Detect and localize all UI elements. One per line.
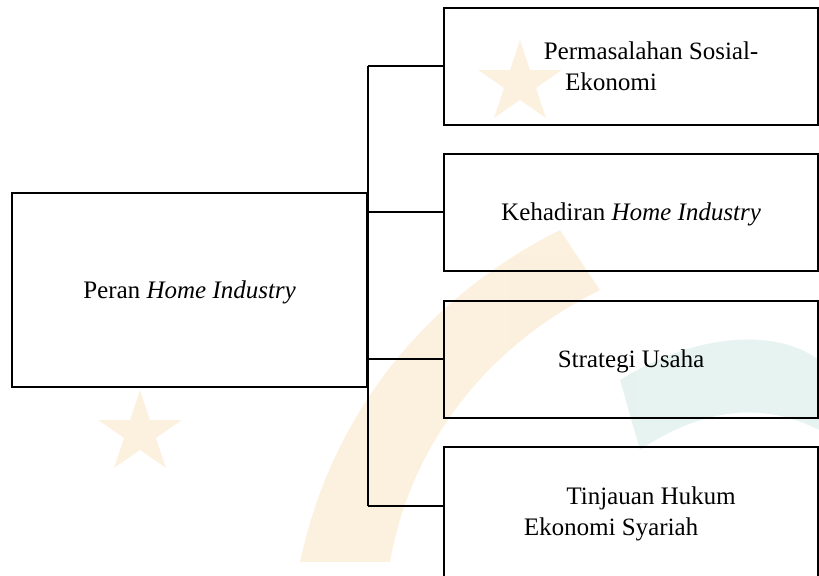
branch-node-kehadiran: Kehadiran Home Industry <box>443 153 819 272</box>
branch-node-label: Kehadiran Home Industry <box>501 199 761 226</box>
branch-node-tinjauan: Tinjauan Hukum Ekonomi Syariah <box>443 446 819 576</box>
background-watermark <box>98 40 819 562</box>
branch-node-label: Strategi Usaha <box>557 346 705 373</box>
branch-node-label: Tinjauan Hukum Ekonomi Syariah <box>523 483 736 541</box>
connector-lines <box>367 65 443 507</box>
root-node-label: Peran Home Industry <box>83 276 296 304</box>
watermark-arc <box>300 230 600 562</box>
root-node: Peran Home Industry <box>11 192 368 388</box>
watermark-swoosh <box>620 339 819 450</box>
branch-node-strategi: Strategi Usaha <box>443 300 819 419</box>
watermark-star-icon <box>98 390 182 468</box>
branch-node-permasalahan: Permasalahan Sosial-Ekonomi <box>443 7 819 126</box>
branch-node-label: Permasalahan Sosial-Ekonomi <box>543 37 759 96</box>
watermark-star-icon <box>478 40 562 118</box>
